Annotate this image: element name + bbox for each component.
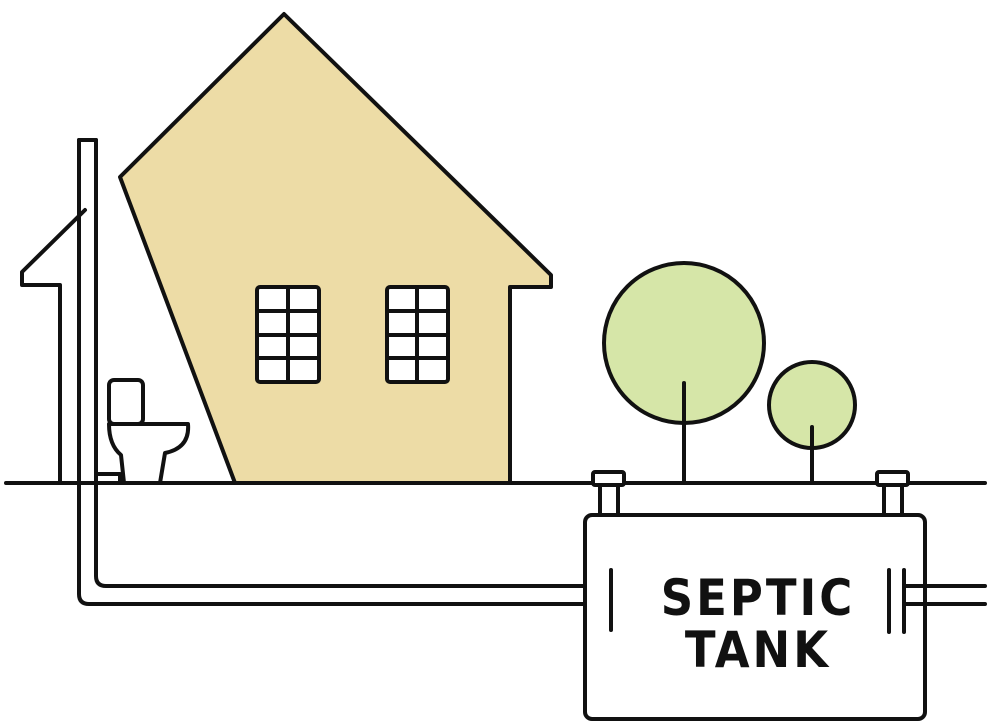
house-annex (20, 208, 87, 485)
window-icon (255, 285, 321, 384)
tree-icon (602, 261, 766, 485)
house-body (118, 12, 553, 485)
toilet-icon (107, 378, 191, 485)
window-icon (385, 285, 450, 384)
access-port-right (875, 470, 910, 487)
house (118, 12, 553, 485)
tank-label-line1: SEPTIC (661, 569, 856, 627)
septic-tank: SEPTIC TANK (583, 470, 987, 721)
tree-icon (767, 360, 857, 485)
tank-label-line2: TANK (685, 621, 831, 679)
access-port-left (591, 470, 626, 487)
